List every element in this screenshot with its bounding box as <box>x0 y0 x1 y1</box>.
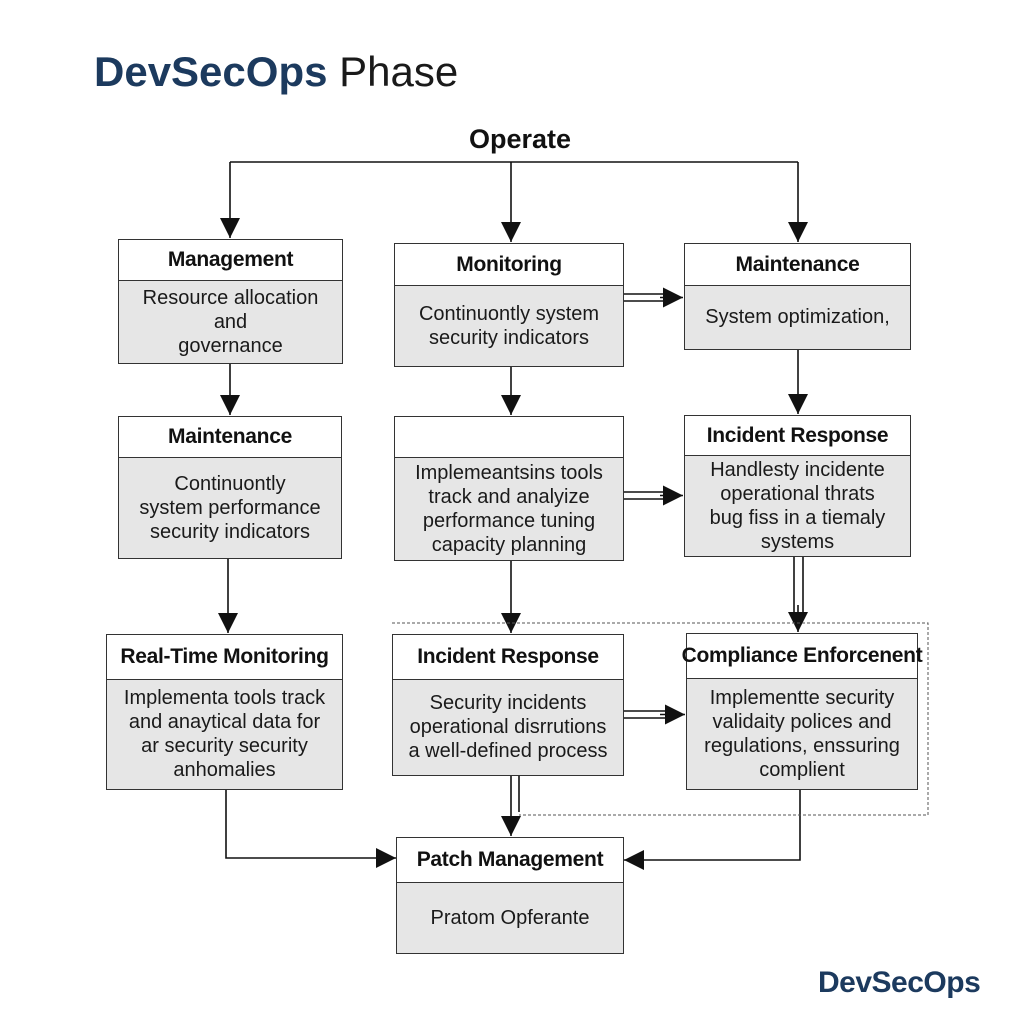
box-text: Continuontly system performance security… <box>139 472 321 543</box>
box-description: Continuontly system security indicators <box>395 286 623 365</box>
arrow-realtime-to-patch <box>225 790 396 868</box>
box-text: Implementte security validaity polices a… <box>704 686 900 781</box>
box-description: Continuontly system performance security… <box>119 458 341 557</box>
box-text: Handlesty incidente operational thrats b… <box>709 458 886 553</box>
box-text: Implementa tools track and anaytical dat… <box>123 687 326 781</box>
box-title <box>395 417 623 458</box>
box-title: Incident Response <box>685 416 910 456</box>
box-monitoring: Monitoring Continuontly system security … <box>394 243 624 367</box>
page-title: DevSecOps Phase <box>94 48 458 96</box>
box-incident-response-top: Incident Response Handlesty incidente op… <box>684 415 911 557</box>
box-patch-management: Patch Management Pratom Opferante <box>396 837 624 954</box>
title-suffix: Phase <box>327 48 459 95</box>
box-description: System optimization, <box>685 286 910 348</box>
box-title: Incident Response <box>393 635 623 680</box>
footer-logo: DevSecOps <box>818 966 981 999</box>
box-text: Pratom Opferante <box>430 906 590 929</box>
box-description: Resource allocation and governance <box>119 281 342 362</box>
box-title: Maintenance <box>685 244 910 286</box>
box-description: Pratom Opferante <box>397 883 623 952</box>
box-title: Management <box>119 240 342 281</box>
box-realtime-monitoring: Real-Time Monitoring Implementa tools tr… <box>106 634 343 790</box>
box-management: Management Resource allocation and gover… <box>118 239 343 364</box>
title-brand: DevSecOps <box>94 48 328 95</box>
box-text: Continuontly system security indicators <box>418 302 600 349</box>
box-implementation: Implemeantsins tools track and analyize … <box>394 416 624 561</box>
box-text: System optimization, <box>705 306 890 328</box>
box-description: Implemeantsins tools track and analyize … <box>395 458 623 559</box>
box-description: Implementte security validaity polices a… <box>687 679 917 788</box>
box-text: Security incidents operational disrrutio… <box>408 692 608 762</box>
box-compliance-enforcement: Compliance Enforcenent Implementte secur… <box>682 633 923 790</box>
box-title: Maintenance <box>119 417 341 458</box>
box-title: Real-Time Monitoring <box>107 635 342 680</box>
box-title: Monitoring <box>395 244 623 286</box>
box-description: Implementa tools track and anaytical dat… <box>107 680 342 788</box>
root-node-operate: Operate <box>468 124 572 154</box>
box-maintenance-top: Maintenance System optimization, <box>684 243 911 350</box>
arrow-compliance-to-patch <box>624 790 801 870</box>
box-title: Compliance Enforcenent <box>682 634 923 679</box>
box-incident-response-bottom: Incident Response Security incidents ope… <box>392 634 624 776</box>
box-text: Resource allocation and governance <box>142 286 319 357</box>
box-maintenance-mid: Maintenance Continuontly system performa… <box>118 416 342 559</box>
box-description: Handlesty incidente operational thrats b… <box>685 456 910 555</box>
box-description: Security incidents operational disrrutio… <box>393 680 623 774</box>
box-text: Implemeantsins tools track and analyize … <box>415 461 603 556</box>
dashed-group-outline <box>392 622 929 816</box>
box-title: Patch Management <box>397 838 623 883</box>
